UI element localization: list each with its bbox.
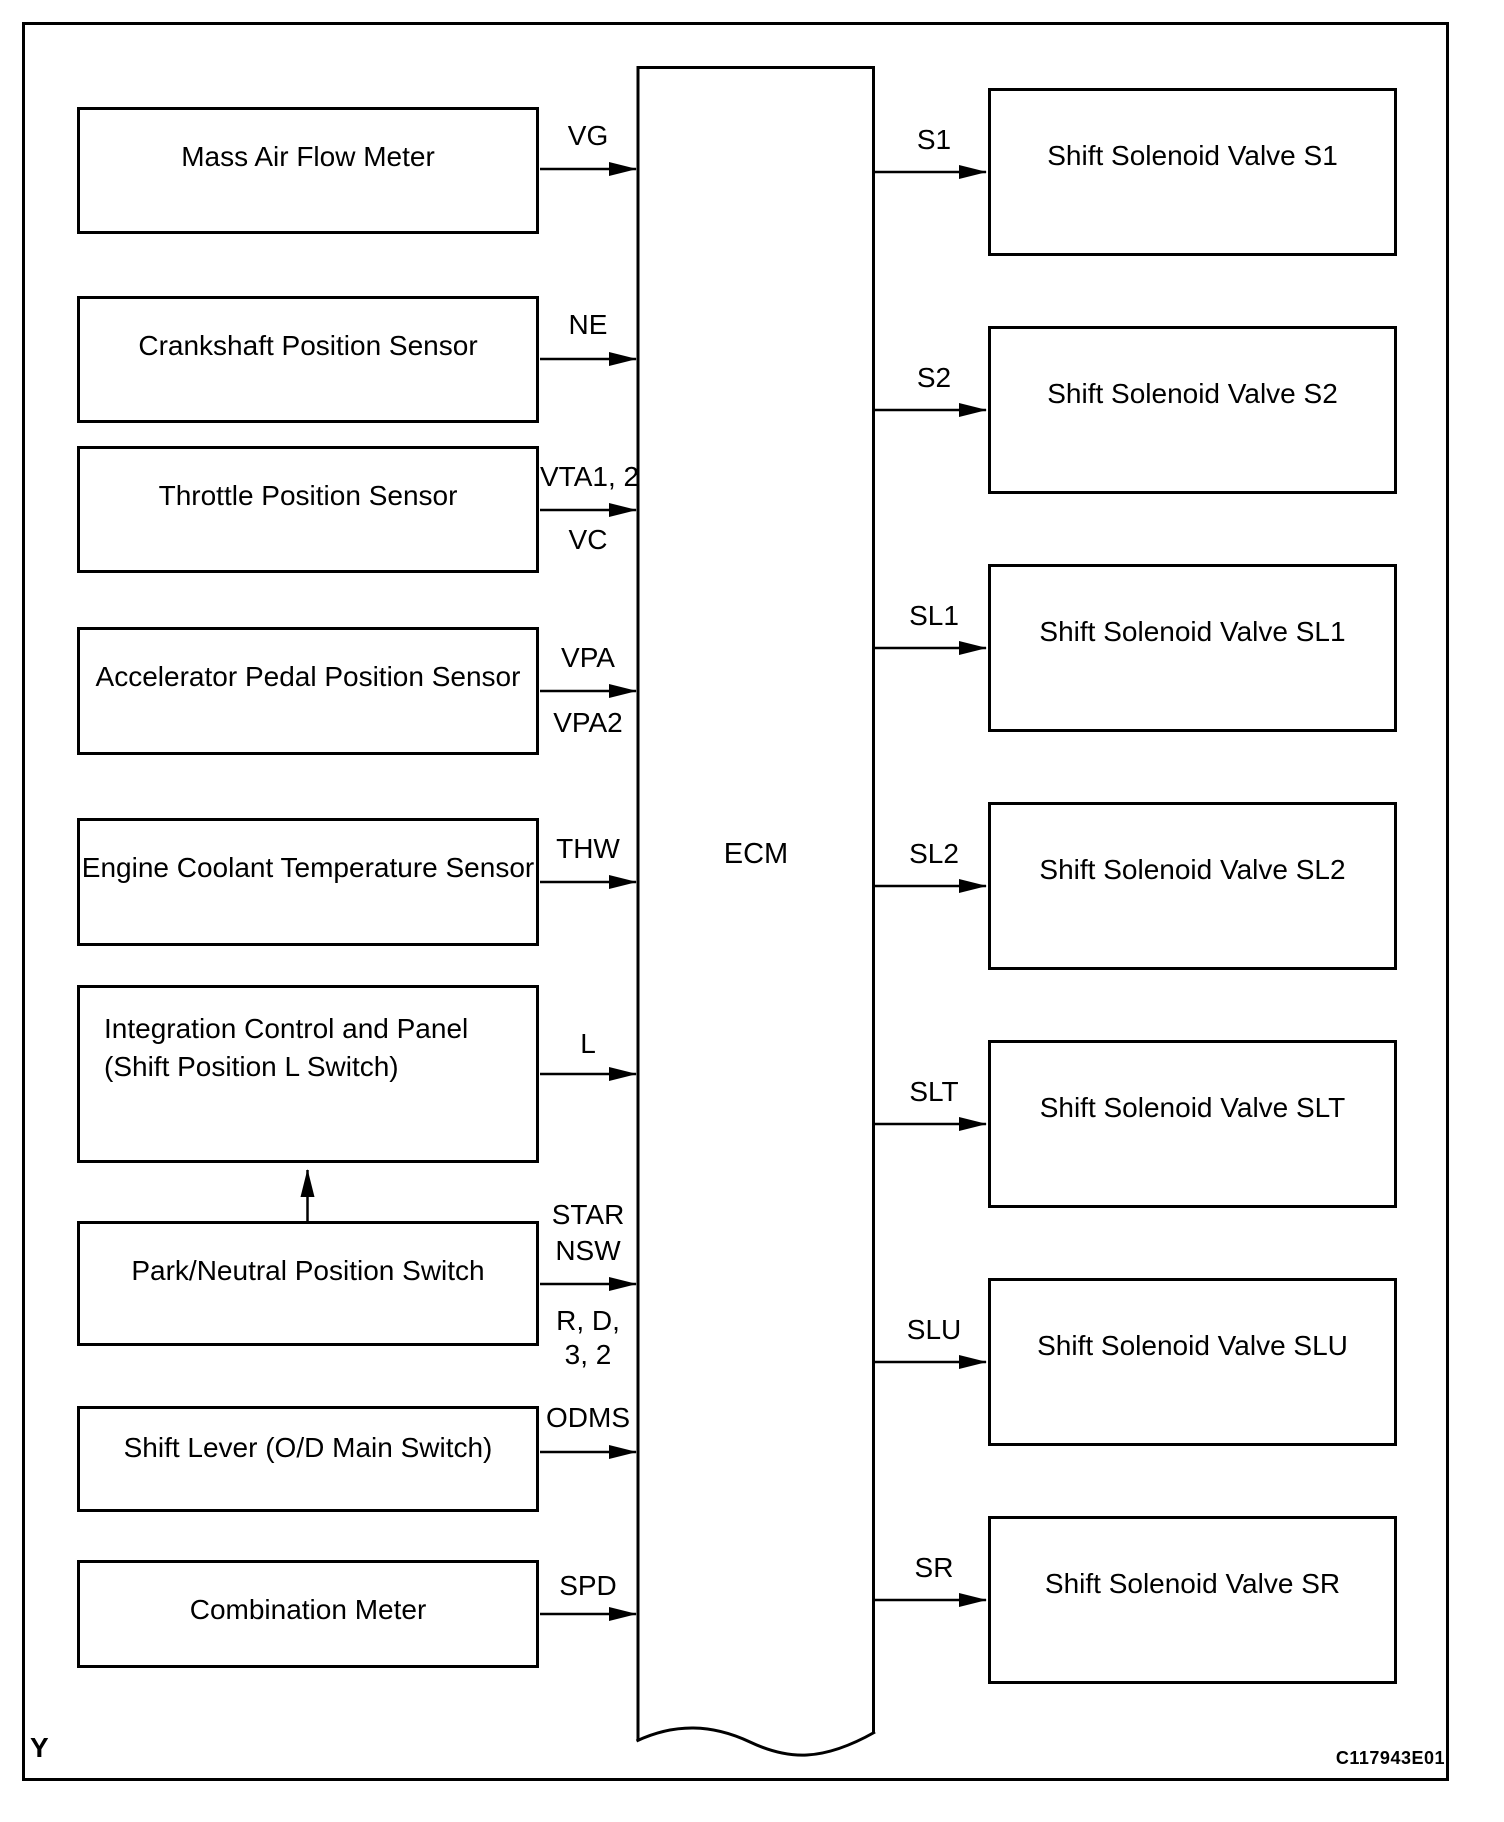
signal-label-vta: VTA1, 2 [540,461,640,492]
sensor-label: Engine Coolant Temperature Sensor [81,852,535,883]
sensor-box-engine-coolant-temperature-sensor: Engine Coolant Temperature Sensor [77,818,539,946]
solenoid-box-sr: Shift Solenoid Valve SR [988,1516,1397,1684]
solenoid-label: Shift Solenoid Valve SL2 [1039,854,1346,885]
signal-label-thw: THW [556,833,620,864]
solenoid-box-sl2: Shift Solenoid Valve SL2 [988,802,1397,970]
sensor-box-accelerator-pedal-position-sensor: Accelerator Pedal Position Sensor [77,627,539,755]
solenoid-label: Shift Solenoid Valve SL1 [1039,616,1346,647]
solenoid-box-slu: Shift Solenoid Valve SLU [988,1278,1397,1446]
solenoid-box-s1: Shift Solenoid Valve S1 [988,88,1397,256]
ecm-wavy-bottom [635,1726,876,1757]
signal-label-vpa: VPA [561,642,615,673]
sensor-box-crankshaft-position-sensor: Crankshaft Position Sensor [77,296,539,423]
sensor-label: Combination Meter [189,1594,427,1625]
signal-label-spd: SPD [559,1570,617,1601]
diagram-border [22,22,1449,1781]
sensor-box-combination-meter: Combination Meter [77,1560,539,1668]
signal-label-nsw: NSW [555,1235,621,1266]
signal-label-vg: VG [567,120,609,151]
page-marker-y: Y [30,1732,49,1763]
sensor-label: Park/Neutral Position Switch [131,1255,485,1286]
signal-label-l: L [580,1028,596,1059]
sensor-label-line2: (Shift Position L Switch) [104,1051,399,1082]
sensor-label: Accelerator Pedal Position Sensor [95,661,521,692]
signal-label-vc: VC [568,524,608,555]
sensor-label-line1: Integration Control and Panel [104,1013,469,1044]
sensor-label: Crankshaft Position Sensor [138,330,478,361]
solenoid-label: Shift Solenoid Valve SR [1044,1568,1341,1599]
ecm-box [636,66,875,1741]
sensor-box-throttle-position-sensor: Throttle Position Sensor [77,446,539,573]
solenoid-label: Shift Solenoid Valve S2 [1047,378,1338,409]
sensor-box-shift-lever-od-main-switch: Shift Lever (O/D Main Switch) [77,1406,539,1512]
figure-code: C117943E01 [1335,1748,1445,1768]
sensor-label: Throttle Position Sensor [158,480,458,511]
signal-label-rd: R, D, [556,1305,620,1336]
sensor-box-integration-control-panel: Integration Control and Panel (Shift Pos… [77,985,539,1163]
solenoid-label: Shift Solenoid Valve SLU [1037,1330,1348,1361]
signal-label-slu: SLU [906,1314,962,1345]
signal-label-slt: SLT [909,1076,959,1107]
solenoid-box-slt: Shift Solenoid Valve SLT [988,1040,1397,1208]
sensor-box-park-neutral-position-switch: Park/Neutral Position Switch [77,1221,539,1346]
sensor-label: Mass Air Flow Meter [181,141,435,172]
signal-label-s2: S2 [916,362,952,393]
sensor-label: Shift Lever (O/D Main Switch) [123,1432,493,1463]
ecm-label: ECM [723,838,789,870]
solenoid-box-s2: Shift Solenoid Valve S2 [988,326,1397,494]
solenoid-label: Shift Solenoid Valve S1 [1047,140,1338,171]
signal-label-ne: NE [568,309,608,340]
solenoid-label: Shift Solenoid Valve SLT [1039,1092,1346,1123]
signal-label-vpa2: VPA2 [553,707,623,738]
sensor-box-mass-air-flow-meter: Mass Air Flow Meter [77,107,539,234]
signal-label-32: 3, 2 [564,1339,612,1370]
signal-label-sl1: SL1 [909,600,959,631]
signal-label-star: STAR [551,1199,625,1230]
signal-label-s1: S1 [916,124,952,155]
signal-label-sr: SR [914,1552,954,1583]
signal-label-odms: ODMS [546,1402,630,1433]
signal-label-sl2: SL2 [909,838,959,869]
solenoid-box-sl1: Shift Solenoid Valve SL1 [988,564,1397,732]
